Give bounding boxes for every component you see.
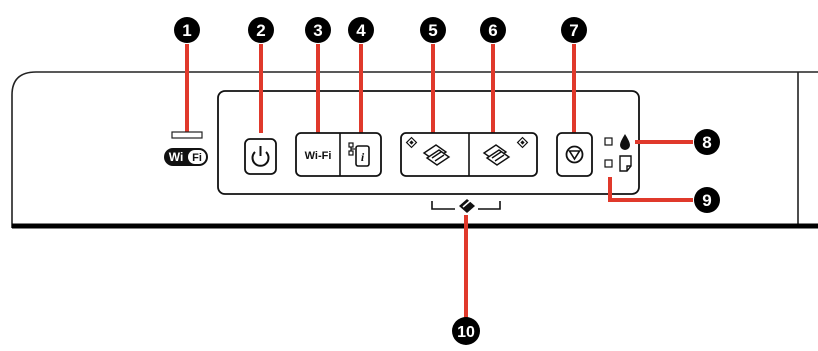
callout-5: 5 [420,17,446,43]
start-diamond-icon [516,136,529,149]
callout-1-label: 1 [182,21,191,40]
callout-6: 6 [480,17,506,43]
callout-4: 4 [348,17,374,43]
color-copy-button[interactable] [470,134,536,175]
bw-copy-button[interactable] [402,134,468,175]
svg-text:i: i [361,150,365,164]
paper-icon [619,155,632,172]
leader-lines [185,44,693,318]
callout-2: 2 [248,17,274,43]
callout-9-label: 9 [702,191,711,210]
wifi-button[interactable]: Wi-Fi [297,134,339,175]
black-white-copy-icon [422,144,451,166]
paper-light [604,155,632,172]
callout-3-label: 3 [313,21,322,40]
wifi-status-light [171,131,203,139]
wifi-logo-left-text: Wi [169,150,184,164]
callout-9: 9 [694,187,720,213]
callout-7: 7 [561,17,587,43]
callout-1: 1 [174,17,200,43]
copy-indicator [431,199,501,213]
callout-8-label: 8 [702,133,711,152]
power-icon [251,146,270,167]
power-button[interactable] [244,138,277,175]
callout-10-label: 10 [457,324,475,341]
callout-6-label: 6 [488,21,497,40]
callout-7-label: 7 [569,21,578,40]
callout-8: 8 [694,129,720,155]
color-copy-icon [482,144,511,166]
ink-drop-icon [620,134,630,150]
network-status-button[interactable]: i [341,134,380,175]
start-diamond-icon [405,136,418,149]
copy-indicator-icon [459,199,475,213]
wifi-logo-right-text: Fi [192,152,202,164]
callout-3: 3 [305,17,331,43]
network-status-icon: i [348,142,370,167]
wifi-logo: Wi Fi [164,148,208,166]
callout-5-label: 5 [428,21,437,40]
callout-2-label: 2 [256,21,265,40]
printer-body-outline [11,71,818,228]
callout-10: 10 [452,317,480,345]
stop-icon [565,145,584,164]
callout-4-label: 4 [356,21,366,40]
ink-light [604,134,630,150]
stop-button[interactable] [556,132,593,177]
wifi-button-label: Wi-Fi [305,150,332,162]
